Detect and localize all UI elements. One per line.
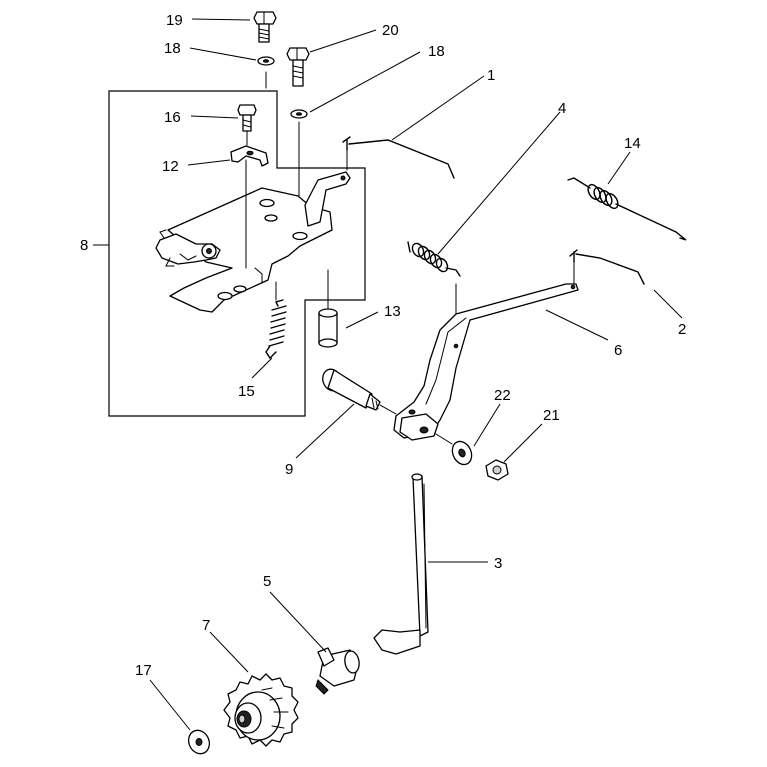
part-15-spring: [265, 281, 287, 360]
part-4-spring: [407, 241, 461, 321]
part-22-washer: [451, 440, 473, 466]
callout-16: 16: [164, 109, 181, 126]
callout-9: 9: [285, 461, 293, 478]
part-14-spring: [567, 177, 687, 241]
callout-3: 3: [494, 555, 502, 572]
part-2-link-rod: [569, 249, 645, 287]
part-9-shoulder-bolt: [322, 368, 397, 415]
part-5-governor-sleeve: [315, 647, 360, 695]
callout-2: 2: [678, 321, 686, 338]
part-17-washer: [187, 729, 211, 755]
part-13-spacer: [318, 269, 338, 348]
callout-12: 12: [162, 158, 179, 175]
callout-13: 13: [384, 303, 401, 320]
part-12-clamp: [230, 145, 269, 176]
part-8-control-plate: [155, 169, 351, 313]
callout-1: 1: [487, 67, 495, 84]
callout-4: 4: [558, 100, 566, 117]
callout-5: 5: [263, 573, 271, 590]
part-20-bolt: [286, 47, 310, 87]
callout-labels: 19 18 20 18 1 16 12 8 4 14 2 6 13 15 9 2…: [80, 12, 686, 679]
callout-19: 19: [166, 12, 183, 29]
callout-22: 22: [494, 387, 511, 404]
part-21-nut: [485, 459, 509, 481]
part-16-bolt: [237, 104, 257, 146]
callout-18-right: 18: [428, 43, 445, 60]
callout-17: 17: [135, 662, 152, 679]
callout-18-left: 18: [164, 40, 181, 57]
callout-8: 8: [80, 237, 88, 254]
callout-6: 6: [614, 342, 622, 359]
subassembly-boundary: [108, 90, 366, 417]
callout-7: 7: [202, 617, 210, 634]
callout-21: 21: [543, 407, 560, 424]
part-19-bolt: [253, 11, 277, 43]
callout-15: 15: [238, 383, 255, 400]
part-1-link-rod: [342, 136, 455, 179]
part-6-governor-lever: [393, 283, 579, 441]
callout-14: 14: [624, 135, 641, 152]
leader-lines: [93, 18, 683, 731]
callout-20: 20: [382, 22, 399, 39]
part-3-governor-shaft: [373, 473, 429, 655]
part-7-governor-gear: [223, 673, 299, 747]
